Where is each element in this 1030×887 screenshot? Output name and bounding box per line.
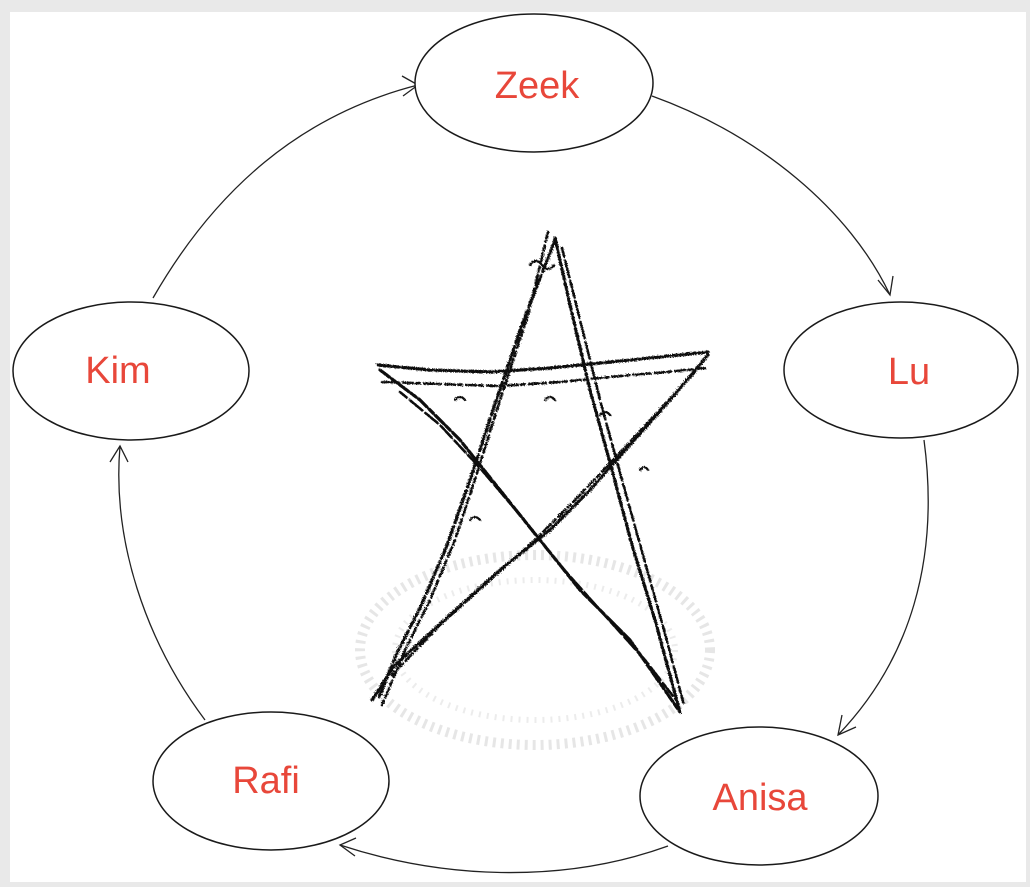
edge-anisa-rafi (340, 838, 668, 873)
edge-lu-anisa (838, 440, 928, 735)
node-kim-label: Kim (85, 350, 150, 392)
node-lu-label: Lu (888, 351, 930, 393)
edge-rafi-kim (110, 446, 205, 720)
node-kim[interactable]: Kim (13, 302, 249, 440)
edge-zeek-lu (652, 96, 893, 295)
node-rafi-label: Rafi (232, 760, 300, 802)
edge-kim-zeek (153, 76, 418, 298)
node-anisa[interactable]: Anisa (640, 727, 878, 865)
node-zeek-label: Zeek (495, 65, 580, 107)
calligraphy-star-image (372, 232, 708, 712)
node-anisa-label: Anisa (712, 777, 808, 819)
node-lu[interactable]: Lu (784, 302, 1018, 438)
node-zeek[interactable]: Zeek (415, 14, 653, 152)
node-rafi[interactable]: Rafi (153, 712, 389, 850)
